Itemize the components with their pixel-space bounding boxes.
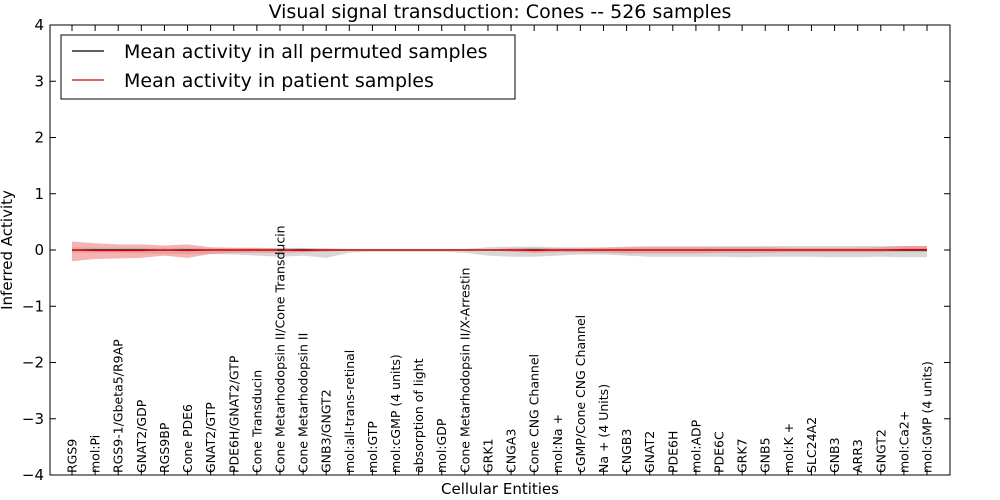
band-series-1	[72, 241, 927, 262]
x-tick-label: Cone PDE6	[180, 404, 195, 473]
y-axis-label: Inferred Activity	[0, 190, 16, 310]
y-tick-label: −1	[22, 297, 44, 315]
x-tick-label: RGS9-1/Gbeta5/R9AP	[111, 339, 126, 473]
y-tick-label: 1	[34, 185, 44, 203]
x-tick-label: Cone Metarhodopsin II/X-Arrestin	[457, 268, 472, 473]
x-tick-label: RGS9BP	[157, 422, 172, 473]
x-tick-label: Cone Metarhodopsin II/Cone Transducin	[273, 225, 288, 473]
x-tick-label: mol:Ca2+	[896, 411, 911, 473]
x-tick-label: mol:ADP	[688, 419, 703, 473]
legend-label-permuted: Mean activity in all permuted samples	[124, 41, 487, 63]
x-tick-label: cGMP/Cone CNG Channel	[573, 315, 588, 473]
x-tick-label: GNB3	[827, 437, 842, 473]
x-tick-label: GNAT2/GTP	[203, 402, 218, 473]
y-tick-label: −4	[22, 466, 44, 484]
x-tick-label: GNB3/GNGT2	[319, 389, 334, 473]
x-tick-label: CNGB3	[619, 429, 634, 473]
chart-title: Visual signal transduction: Cones -- 526…	[269, 1, 732, 23]
x-tick-label: mol:GTP	[365, 421, 380, 473]
x-tick-label: mol:Pi	[88, 435, 103, 473]
x-tick-label: mol:cGMP (4 units)	[388, 354, 403, 473]
x-axis-label: Cellular Entities	[441, 480, 559, 498]
x-tick-label: RGS9	[65, 439, 80, 473]
line-series-1	[71, 248, 927, 252]
x-tick-label: Cone Transducin	[249, 370, 264, 473]
x-tick-label: GNGT2	[873, 429, 888, 473]
legend-label-patient: Mean activity in patient samples	[124, 70, 434, 92]
x-tick-label: Cone Metarhodopsin II	[296, 333, 311, 473]
y-tick-label: 0	[34, 241, 44, 259]
y-axis: −4 −3 −2 −1 0 1 2 3 4	[22, 16, 950, 484]
legend-box	[60, 34, 516, 100]
y-tick-label: 4	[34, 16, 44, 34]
y-tick-label: −2	[22, 354, 44, 372]
legend: Mean activity in all permuted samples Me…	[60, 34, 516, 100]
x-tick-label: absorption of light	[411, 358, 426, 473]
x-tick-labels: RGS9 mol:Pi RGS9-1/Gbeta5/R9AP GNAT2/GDP RGS…	[65, 25, 935, 475]
y-tick-label: −3	[22, 410, 44, 428]
x-tick-label: Cone CNG Channel	[527, 354, 542, 473]
x-tick-label: mol:K +	[781, 423, 796, 473]
x-tick-label: SLC24A2	[804, 417, 819, 473]
x-tick-label: mol:GMP (4 units)	[920, 361, 935, 473]
x-tick-label: mol:GDP	[434, 418, 449, 473]
x-tick-label: GRK1	[480, 438, 495, 473]
x-tick-label: GNB5	[758, 437, 773, 473]
y-tick-label: 3	[34, 72, 44, 90]
x-tick-label: GRK7	[735, 438, 750, 473]
y-tick-label: 2	[34, 129, 44, 147]
x-tick-label: GNAT2	[642, 431, 657, 473]
x-tick-label: PDE6H	[665, 431, 680, 473]
x-tick-label: mol:Na +	[550, 414, 565, 473]
x-tick-label: PDE6H/GNAT2/GTP	[226, 355, 241, 473]
x-tick-label: mol:all-trans-retinal	[342, 350, 357, 473]
x-tick-label: Na + (4 Units)	[596, 384, 611, 473]
x-tick-label: GNAT2/GDP	[134, 399, 149, 473]
x-tick-label: ARR3	[850, 439, 865, 473]
x-tick-label: PDE6C	[712, 431, 727, 473]
plot-area	[71, 241, 927, 262]
x-tick-label: CNGA3	[504, 429, 519, 473]
